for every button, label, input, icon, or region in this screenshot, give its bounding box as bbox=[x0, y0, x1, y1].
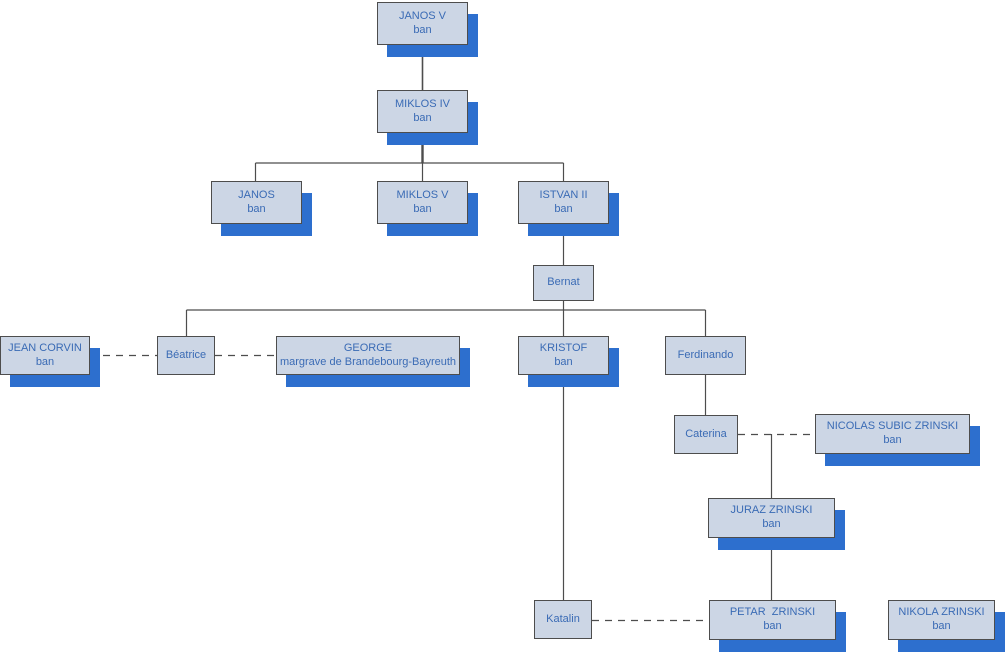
node-label-secondary: ban bbox=[413, 202, 432, 215]
node-caterina[interactable]: Caterina bbox=[674, 415, 738, 454]
node-label-secondary: ban bbox=[413, 111, 432, 124]
node-katalin[interactable]: Katalin bbox=[534, 600, 592, 639]
node-label-primary: NIKOLA ZRINSKI bbox=[898, 606, 985, 619]
node-label-primary: NICOLAS SUBIC ZRINSKI bbox=[826, 420, 959, 433]
node-label-primary: Katalin bbox=[546, 612, 580, 625]
node-label-secondary: ban bbox=[413, 23, 432, 36]
node-label-secondary: ban bbox=[762, 518, 781, 530]
node-label-secondary: ban bbox=[932, 620, 951, 632]
node-label-primary: Bernat bbox=[547, 276, 580, 289]
node-label-primary: MIKLOS IV bbox=[394, 97, 451, 110]
node-label-secondary: ban bbox=[883, 434, 902, 446]
node-label-secondary: ban bbox=[247, 202, 266, 215]
node-label-primary: Caterina bbox=[685, 427, 727, 440]
node-label-secondary: ban bbox=[35, 355, 55, 368]
node-label-primary: GEORGE bbox=[343, 341, 393, 354]
node-label-secondary: ban bbox=[763, 620, 782, 632]
node-label-primary: Béatrice bbox=[165, 348, 207, 361]
node-bernat[interactable]: Bernat bbox=[533, 265, 594, 301]
node-label-primary: JEAN CORVIN bbox=[8, 341, 82, 354]
node-ferdinando[interactable]: Ferdinando bbox=[665, 336, 746, 375]
node-label-primary: JURAZ ZRINSKI bbox=[730, 504, 813, 517]
node-label-primary: JANOS bbox=[238, 188, 275, 201]
node-beatrice[interactable]: Béatrice bbox=[157, 336, 215, 375]
node-label-secondary: margrave de Brandebourg-Bayreuth bbox=[279, 355, 457, 368]
node-label-primary: PETAR ZRINSKI bbox=[729, 606, 816, 619]
node-label-primary: KRISTOF bbox=[539, 341, 588, 354]
node-label-primary: JANOS V bbox=[398, 9, 447, 22]
node-label-secondary: ban bbox=[554, 355, 573, 368]
node-label-primary: ISTVAN II bbox=[539, 188, 588, 201]
node-label-secondary: ban bbox=[554, 202, 573, 215]
node-label-primary: Ferdinando bbox=[677, 348, 734, 361]
node-label-primary: MIKLOS V bbox=[396, 188, 449, 201]
